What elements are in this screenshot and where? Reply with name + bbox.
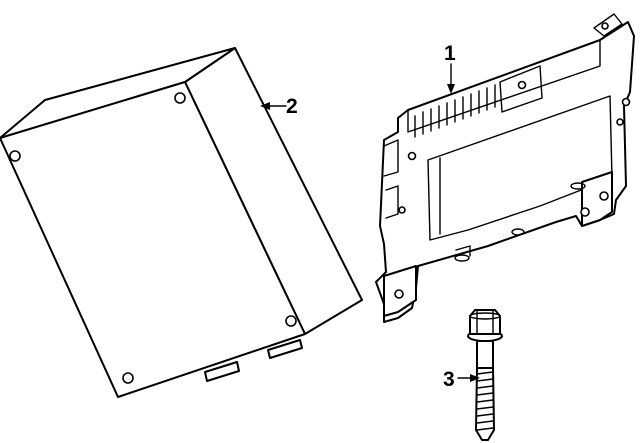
leader-line-1 <box>447 63 455 94</box>
mounting-hole <box>9 150 21 162</box>
bolt-part <box>467 309 503 441</box>
bracket-part <box>375 13 635 323</box>
mounting-hole <box>174 92 186 104</box>
leader-line-3 <box>457 374 480 382</box>
mounting-hole <box>285 315 297 327</box>
mounting-hole <box>122 372 134 384</box>
callout-3: 3 <box>443 368 455 391</box>
module-part <box>0 47 363 398</box>
callout-1: 1 <box>444 42 456 65</box>
leader-line-2 <box>260 102 287 110</box>
callout-2: 2 <box>286 95 298 118</box>
